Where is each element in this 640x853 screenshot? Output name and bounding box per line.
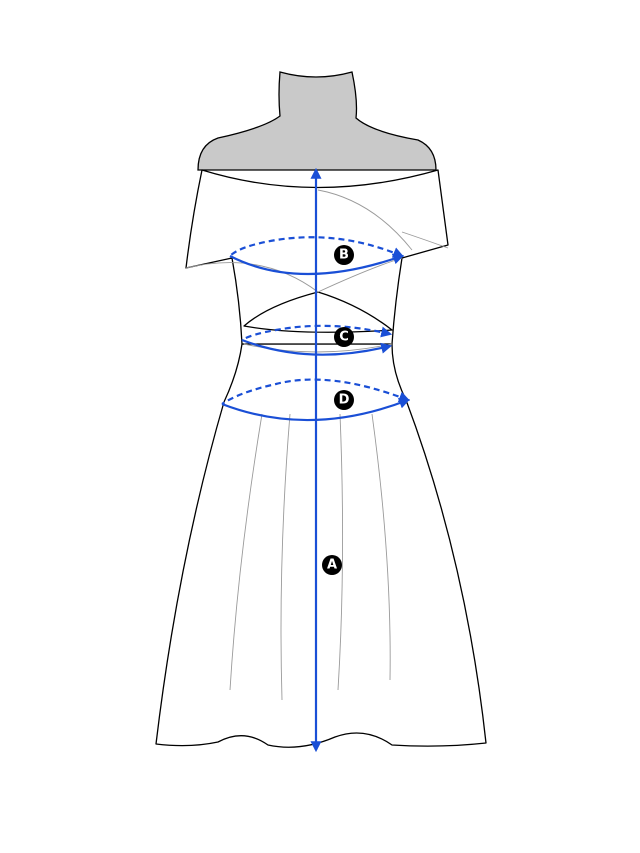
- measure-d-front-arc: [221, 398, 411, 422]
- marker-c-badge: C: [334, 327, 354, 347]
- measure-c-back-arc: [241, 324, 393, 341]
- mannequin-torso: [197, 71, 437, 171]
- marker-a-label: A: [327, 558, 337, 573]
- marker-b-badge: B: [334, 245, 354, 265]
- measure-d-back-arc: [221, 378, 411, 405]
- marker-b-label: B: [339, 248, 349, 263]
- marker-c-label: C: [339, 330, 349, 345]
- skirt-fold-center-left: [280, 413, 291, 701]
- marker-d-badge: D: [334, 390, 354, 410]
- dress-skirt: [155, 343, 487, 748]
- marker-d-label: D: [339, 393, 350, 408]
- marker-a-badge: A: [322, 555, 342, 575]
- measure-b-front-arc: [229, 253, 405, 276]
- measure-c-front-arc: [241, 338, 393, 356]
- bodice-drape-line: [317, 189, 413, 251]
- shoulder-knot: [401, 231, 449, 249]
- skirt-fold-left: [229, 413, 263, 691]
- skirt-fold-right: [371, 413, 391, 681]
- measure-b-back-arc: [229, 236, 405, 258]
- skirt-fold-center-right: [337, 413, 344, 691]
